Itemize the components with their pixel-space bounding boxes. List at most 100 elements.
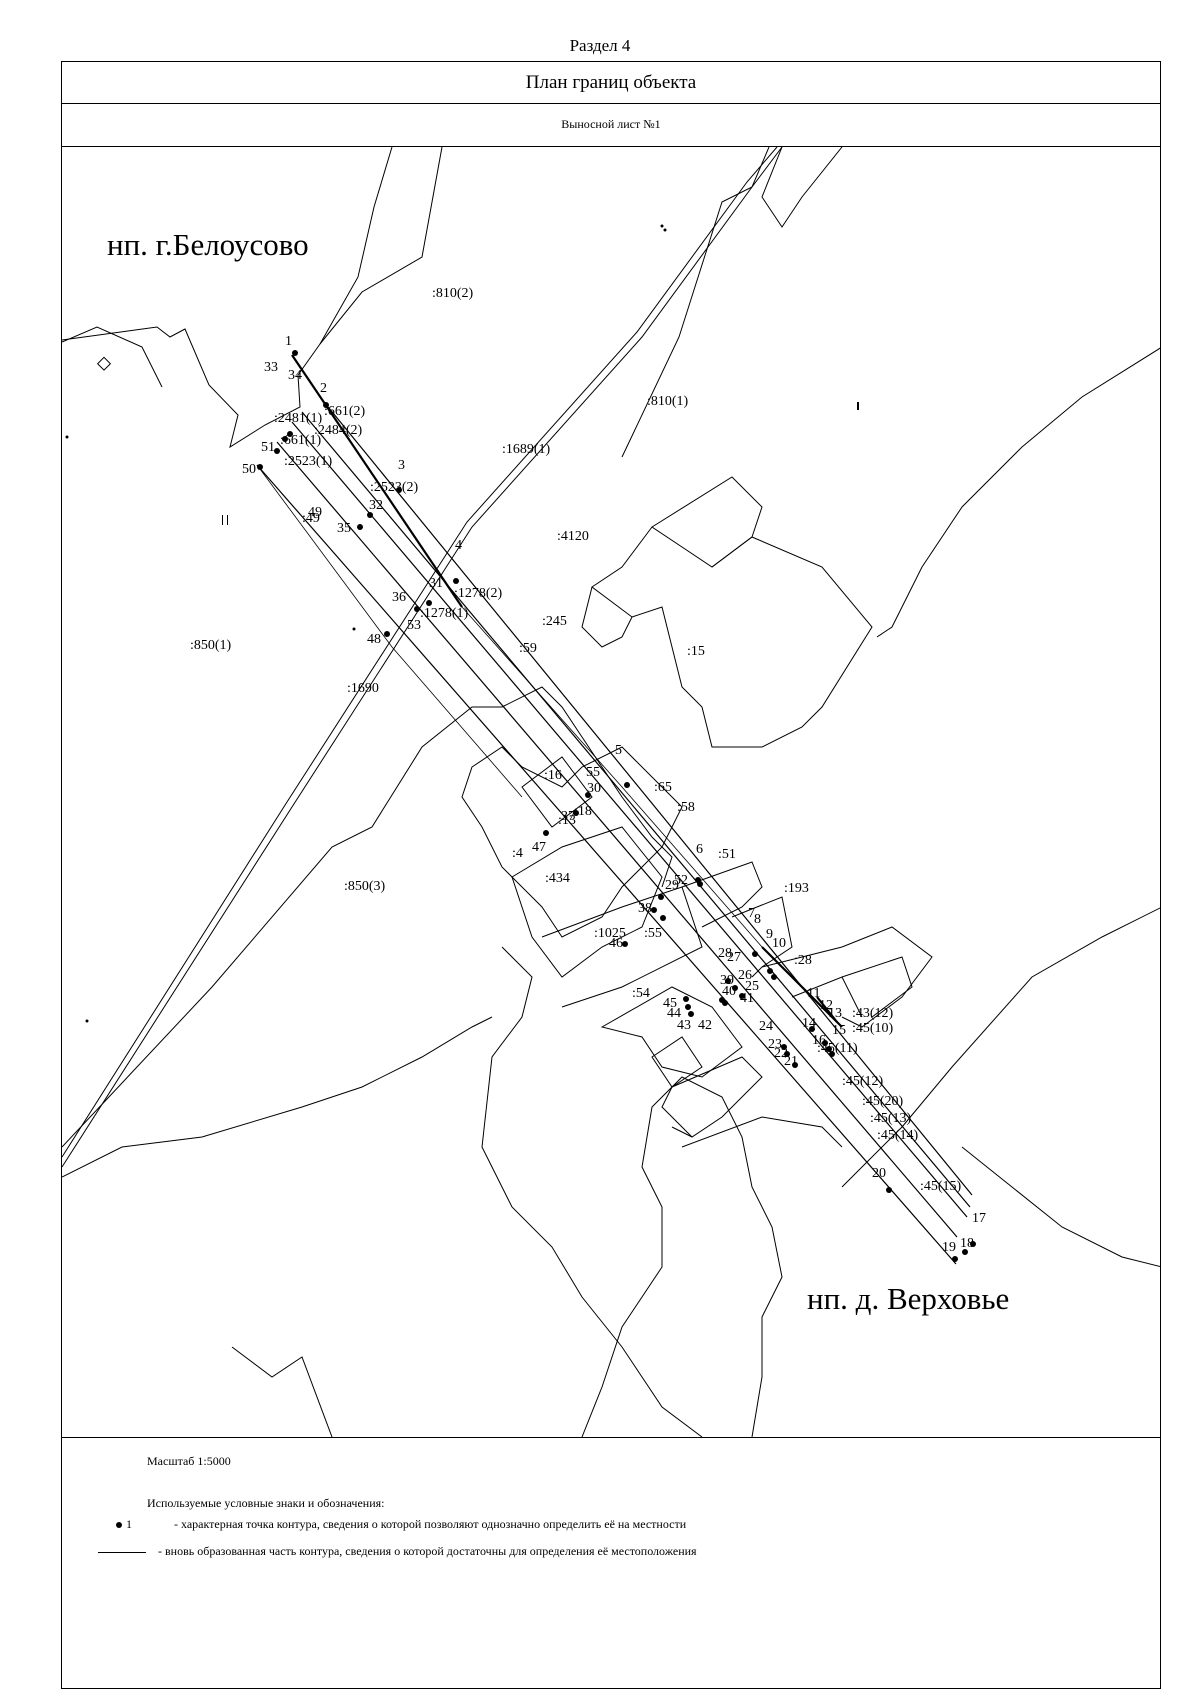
svg-text:48: 48 <box>367 632 381 647</box>
svg-text:25: 25 <box>745 979 759 994</box>
settlement-boundary-belousovo <box>62 147 393 449</box>
svg-text:10: 10 <box>772 936 786 951</box>
svg-text::45(10): :45(10) <box>852 1021 894 1036</box>
svg-text::245: :245 <box>542 614 567 629</box>
plan-title: План границ объекта <box>62 62 1160 104</box>
svg-text::4: :4 <box>512 846 523 861</box>
svg-text:33: 33 <box>264 360 278 375</box>
svg-text::58: :58 <box>677 800 695 815</box>
svg-text::810(2): :810(2) <box>432 286 474 301</box>
svg-text:52: 52 <box>674 873 688 888</box>
svg-text::49: :49 <box>302 511 320 526</box>
svg-text:42: 42 <box>698 1018 712 1033</box>
legend-point-row: 1 - характерная точка контура, сведения … <box>116 1517 686 1532</box>
svg-text::43(12): :43(12) <box>852 1006 894 1021</box>
svg-text::434: :434 <box>545 871 570 886</box>
svg-text:46: 46 <box>609 936 623 951</box>
svg-text:17: 17 <box>972 1211 986 1226</box>
line-description: - вновь образованная часть контура, свед… <box>158 1544 697 1558</box>
svg-text:32: 32 <box>369 498 383 513</box>
point-labels: 1 2 3 4 5 6 7 8 9 10 11 12 13 14 15 16 1 <box>242 334 986 1255</box>
svg-text:5: 5 <box>615 743 622 758</box>
point-description: - характерная точка контура, сведения о … <box>174 1517 687 1531</box>
svg-text:39: 39 <box>720 973 734 988</box>
svg-text::15: :15 <box>687 644 705 659</box>
svg-text::13: :13 <box>558 813 576 828</box>
svg-text:24: 24 <box>759 1019 773 1034</box>
svg-text:15: 15 <box>832 1023 846 1038</box>
offset-lines <box>256 401 763 948</box>
boundary-map[interactable]: нп. г.Белоусово нп. д. Верховье :810(2) … <box>62 147 1160 1438</box>
svg-text:49: 49 <box>308 505 322 520</box>
svg-text:40: 40 <box>722 984 736 999</box>
svg-text::2481(1): :2481(1) <box>274 411 323 426</box>
svg-text:18: 18 <box>960 1236 974 1251</box>
svg-text::2523(1): :2523(1) <box>284 454 333 469</box>
svg-text:26: 26 <box>738 968 752 983</box>
svg-text:21: 21 <box>784 1054 798 1069</box>
svg-text::850(3): :850(3) <box>344 879 386 894</box>
svg-text::1689(1): :1689(1) <box>502 442 551 457</box>
legend-panel: Масштаб 1:5000 Используемые условные зна… <box>62 1438 1160 1688</box>
svg-text::51: :51 <box>718 847 736 862</box>
settlement-label-verkhovye: нп. д. Верховье <box>807 1281 1009 1316</box>
svg-text::28: :28 <box>794 953 812 968</box>
svg-text::59: :59 <box>519 641 537 656</box>
svg-text:12: 12 <box>819 998 833 1013</box>
section-label: Раздел 4 <box>569 36 631 55</box>
svg-text:41: 41 <box>740 991 754 1006</box>
svg-text:13: 13 <box>828 1006 842 1021</box>
svg-text::45(13): :45(13) <box>870 1111 912 1126</box>
svg-text::2484(2): :2484(2) <box>314 423 363 438</box>
svg-text:27: 27 <box>727 950 741 965</box>
svg-text::661(2): :661(2) <box>324 404 366 419</box>
svg-text:36: 36 <box>392 590 406 605</box>
legend-title: Используемые условные знаки и обозначени… <box>147 1496 385 1510</box>
map-canvas: нп. г.Белоусово нп. д. Верховье :810(2) … <box>62 147 1160 1437</box>
svg-text::1025: :1025 <box>594 926 626 941</box>
svg-text:23: 23 <box>768 1037 782 1052</box>
svg-text:38: 38 <box>638 901 652 916</box>
svg-text::45(15): :45(15) <box>920 1179 962 1194</box>
strip-outer-right <box>323 401 973 1196</box>
svg-text:3: 3 <box>398 458 405 473</box>
strip-inner-1 <box>276 441 958 1238</box>
svg-text::1278(1): :1278(1) <box>420 606 469 621</box>
svg-text::16: :16 <box>544 768 562 783</box>
svg-text:37: 37 <box>561 809 575 824</box>
svg-text:43: 43 <box>677 1018 691 1033</box>
map-labels: нп. г.Белоусово нп. д. Верховье :810(2) … <box>107 227 1009 1316</box>
svg-text:4: 4 <box>455 538 462 553</box>
svg-text:2: 2 <box>320 381 327 396</box>
point-dot-icon <box>116 1521 122 1528</box>
point-symbol: 1 <box>116 1517 174 1532</box>
svg-text::45(20): :45(20) <box>862 1094 904 1109</box>
svg-text::810(1): :810(1) <box>647 394 689 409</box>
map-marks <box>65 224 859 1023</box>
object-strip <box>256 401 973 1265</box>
strip-inner-3 <box>301 411 971 1208</box>
svg-text:29: 29 <box>665 878 679 893</box>
svg-text:31: 31 <box>429 576 443 591</box>
svg-text::55: :55 <box>644 926 662 941</box>
svg-text::54: :54 <box>632 986 650 1001</box>
svg-text:11: 11 <box>807 986 820 1001</box>
strip-inner-2 <box>291 421 968 1218</box>
svg-text::45(11): :45(11) <box>817 1041 858 1056</box>
svg-text:22: 22 <box>774 1046 788 1061</box>
svg-text:50: 50 <box>242 462 256 477</box>
svg-text::1278(2): :1278(2) <box>454 586 503 601</box>
line-symbol-icon <box>98 1552 146 1553</box>
svg-text:55: 55 <box>586 765 600 780</box>
svg-text::18: :18 <box>574 804 592 819</box>
svg-text:6: 6 <box>696 842 703 857</box>
svg-text:14: 14 <box>802 1016 816 1031</box>
svg-text:9: 9 <box>766 927 773 942</box>
svg-text::65: :65 <box>654 780 672 795</box>
parcel-boundaries <box>62 147 1160 1437</box>
svg-text:45: 45 <box>663 996 677 1011</box>
svg-text::45(14): :45(14) <box>877 1128 919 1143</box>
svg-text::4120: :4120 <box>557 529 589 544</box>
settlement-label-belousovo: нп. г.Белоусово <box>107 227 309 262</box>
svg-text:16: 16 <box>812 1033 826 1048</box>
